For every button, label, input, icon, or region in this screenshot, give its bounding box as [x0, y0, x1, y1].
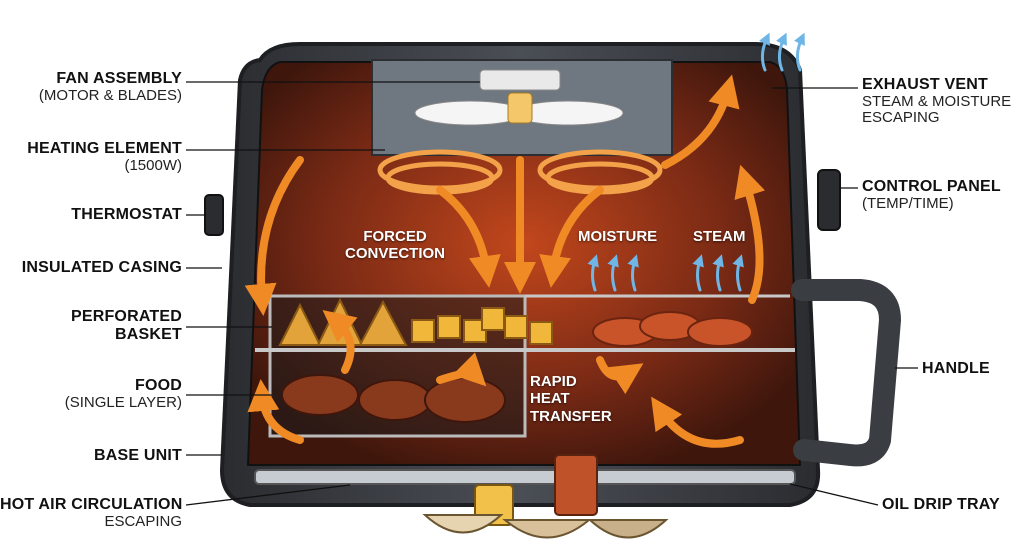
label-control-panel: CONTROL PANEL (TEMP/TIME)	[862, 178, 1001, 212]
food-chicken	[592, 311, 753, 347]
label-heating-element: HEATING ELEMENT (1500W)	[0, 140, 182, 174]
label-title: CONTROL PANEL	[862, 178, 1001, 195]
label-title-line2: BASKET	[115, 325, 182, 343]
label-title: PERFORATED	[70, 308, 182, 325]
label-title: BASE UNIT	[93, 447, 182, 464]
oil-drip-tray	[254, 469, 796, 485]
label-title: FAN ASSEMBLY	[56, 70, 182, 87]
label-title: OIL DRIP TRAY	[882, 496, 1000, 513]
label-title: HEATING ELEMENT	[27, 140, 182, 157]
thermostat-knob	[204, 194, 224, 236]
label-title: HOT AIR CIRCULATION	[0, 496, 183, 513]
label-title: INSULATED CASING	[21, 259, 182, 276]
label-steam: STEAM	[693, 228, 746, 245]
food-paneer	[411, 307, 553, 345]
label-perforated-basket: PERFORATED BASKET	[0, 308, 182, 343]
airflow-arrows	[244, 74, 766, 448]
label-title: FOOD	[134, 377, 182, 394]
label-subtitle: STEAM & MOISTURE ESCAPING	[862, 92, 1012, 127]
fan-blades	[414, 69, 624, 126]
food-fried-pieces	[281, 374, 506, 423]
label-subtitle: (TEMP/TIME)	[862, 194, 954, 212]
label-title: HANDLE	[922, 360, 990, 377]
handle	[791, 279, 902, 467]
label-subtitle: (MOTOR & BLADES)	[38, 86, 182, 104]
label-food: FOOD (SINGLE LAYER)	[0, 377, 182, 411]
label-thermostat: THERMOSTAT	[0, 206, 182, 224]
label-forced-convection: FORCED CONVECTION	[344, 228, 445, 263]
steam-arrows	[587, 32, 805, 292]
label-subtitle: (1500W)	[124, 156, 182, 174]
label-rapid-heat-transfer: RAPID HEAT TRANSFER	[530, 373, 612, 425]
label-hot-air-circulation: HOT AIR CIRCULATION ESCAPING	[0, 496, 182, 530]
label-subtitle: (SINGLE LAYER)	[64, 393, 182, 411]
label-fan-assembly: FAN ASSEMBLY (MOTOR & BLADES)	[0, 70, 182, 104]
label-base-unit: BASE UNIT	[0, 447, 182, 465]
label-subtitle: ESCAPING	[104, 512, 182, 530]
leader-lines	[185, 81, 918, 506]
spice-bowls	[422, 454, 669, 539]
label-oil-drip-tray: OIL DRIP TRAY	[882, 496, 1000, 514]
label-title: EXHAUST VENT	[862, 76, 988, 93]
label-moisture: MOISTURE	[578, 228, 658, 245]
label-insulated-casing: INSULATED CASING	[0, 259, 182, 277]
control-panel-knob	[817, 169, 841, 231]
label-exhaust-vent: EXHAUST VENT STEAM & MOISTURE ESCAPING	[862, 76, 1012, 127]
label-handle: HANDLE	[922, 360, 990, 378]
label-title: THERMOSTAT	[71, 206, 182, 223]
